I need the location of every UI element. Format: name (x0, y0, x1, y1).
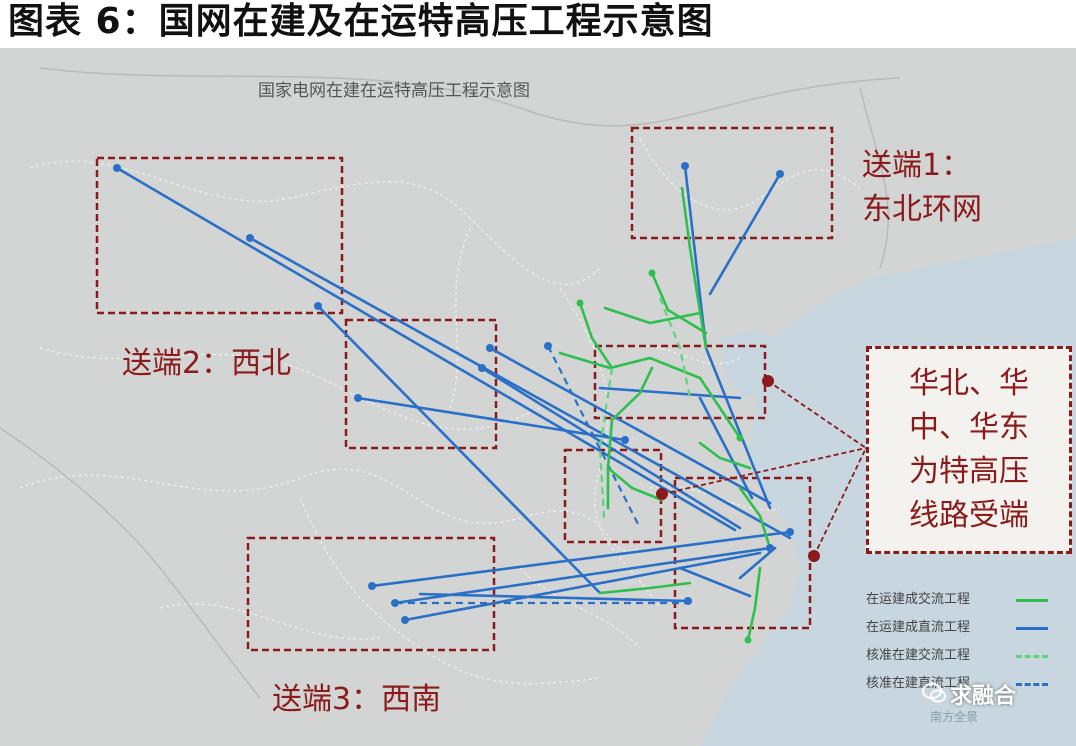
region-label-southwest: 送端3：西南 (272, 682, 442, 717)
legend-label: 在运建成交流工程 (866, 592, 971, 607)
receiver-connectors (661, 380, 867, 557)
country-borders (0, 67, 901, 699)
ac-lines (558, 186, 772, 642)
map-legend: 在运建成交流工程 在运建成直流工程 核准在建交流工程 核准在建直流工程 (866, 586, 1066, 698)
chat-bubble-icon (922, 683, 946, 703)
map-frame: 国家电网在建在运特高压工程示意图 送端1： 东北环网 送端2：西北 送端3：西南… (0, 48, 1076, 746)
legend-label: 在运建成直流工程 (866, 620, 971, 635)
map-title: 国家电网在建在运特高压工程示意图 (258, 81, 530, 101)
box-southwest (246, 536, 496, 652)
region-label-receiving: 华北、华 中、华东 为特高压 线路受端 (909, 366, 1029, 533)
legend-item-dc-planned: 核准在建直流工程 (866, 670, 1066, 698)
ac-lines-planned (598, 297, 692, 519)
legend-label: 核准在建直流工程 (866, 676, 971, 691)
box-central (563, 448, 663, 544)
receiving-region-box: 华北、华 中、华东 为特高压 线路受端 (866, 346, 1072, 554)
source-note: 南方全景 (930, 710, 979, 724)
legend-label: 核准在建交流工程 (866, 648, 971, 663)
receiver-points (656, 375, 820, 562)
legend-swatch-dc-solid (1016, 627, 1048, 630)
legend-item-ac-planned: 核准在建交流工程 (866, 642, 1066, 670)
dc-lines (115, 164, 792, 622)
legend-swatch-dc-dashed (1016, 683, 1048, 686)
province-borders (19, 137, 861, 685)
box-northeast (630, 126, 834, 240)
legend-swatch-ac-dashed (1016, 655, 1048, 658)
dc-lines-planned (396, 345, 690, 605)
box-gansu (344, 318, 498, 450)
legend-item-dc-operating: 在运建成直流工程 (866, 614, 1066, 642)
ac-station-dots (576, 269, 752, 644)
region-label-northwest: 送端2：西北 (122, 346, 292, 381)
legend-swatch-ac-solid (1016, 599, 1048, 602)
station-dots (113, 162, 794, 624)
watermark: 求融合 (950, 684, 1017, 709)
box-northwest (95, 156, 344, 315)
region-label-northeast: 送端1： 东北环网 (862, 148, 982, 227)
figure-title: 图表 6：国网在建及在运特高压工程示意图 (8, 1, 714, 42)
legend-item-ac-operating: 在运建成交流工程 (866, 586, 1066, 614)
